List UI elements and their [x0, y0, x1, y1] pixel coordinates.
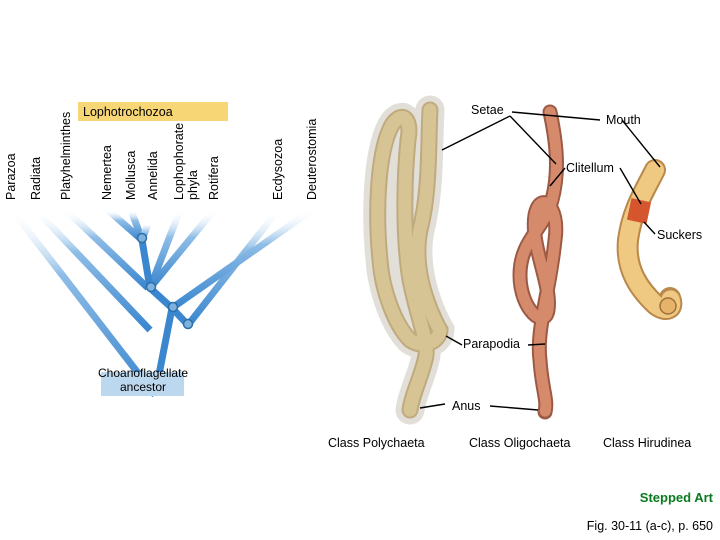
mouth-label: Mouth — [606, 113, 641, 127]
class-oligochaeta-label: Class Oligochaeta — [469, 436, 571, 450]
ancestor-label-line2: ancestor — [119, 380, 167, 394]
node-lophotrochozoa — [145, 281, 157, 293]
setae-pointer-1 — [441, 115, 511, 151]
setae-label: Setae — [471, 103, 504, 117]
clitellum-pointer-2 — [619, 167, 642, 205]
branch-radiata — [33, 207, 153, 333]
branch-lophophorate — [146, 208, 184, 290]
leech-image — [616, 159, 683, 320]
parapodia-pointer-2 — [527, 343, 546, 346]
clitellum-label: Clitellum — [566, 161, 614, 175]
anus-label: Anus — [452, 399, 481, 413]
suckers-label: Suckers — [657, 228, 703, 242]
clitellum-band — [626, 198, 652, 224]
anus-pointer-2 — [489, 405, 539, 411]
parapodia-pointer — [445, 335, 463, 346]
suckers-pointer — [643, 221, 656, 235]
lophotrochozoa-label: Lophotrochozoa — [83, 105, 173, 119]
lophotrochozoa-band — [78, 102, 228, 121]
ancestor-label-line1: Choanoflagellate — [98, 366, 189, 380]
branch-nemertea — [105, 207, 145, 243]
oligochaete-worm-image — [512, 104, 564, 420]
branch-platyhelminthes — [63, 207, 151, 291]
ancestor-label: Choanoflagellate ancestor — [98, 366, 188, 394]
branch-parazoa — [9, 207, 158, 398]
setae-pointer-2 — [509, 115, 557, 165]
mouth-pointer-left — [511, 111, 601, 121]
leech-sucker — [659, 297, 677, 315]
branch-deuterostomia — [169, 207, 315, 311]
branch-rotifera — [147, 207, 217, 291]
polychaete-worm-image — [363, 95, 455, 425]
stepped-art-label: Stepped Art — [639, 490, 713, 505]
ancestor-box — [101, 372, 184, 396]
mouth-pointer-right — [621, 119, 661, 168]
anus-pointer — [419, 403, 446, 409]
node-protostome — [167, 301, 179, 313]
node-bilateria — [182, 318, 194, 330]
node-annelid — [136, 232, 148, 244]
class-hirudinea-label: Class Hirudinea — [603, 436, 692, 450]
class-polychaeta-label: Class Polychaeta — [328, 436, 425, 450]
figure-caption: Fig. 30-11 (a-c), p. 650 — [586, 519, 713, 533]
parapodia-label: Parapodia — [463, 337, 520, 351]
clitellum-pointer — [549, 167, 566, 187]
